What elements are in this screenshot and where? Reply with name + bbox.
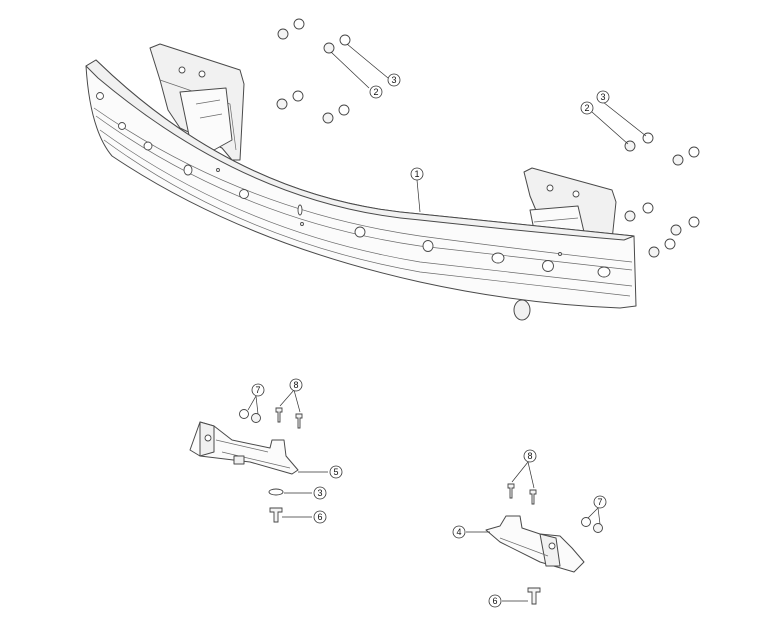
callout-8: 8: [289, 378, 303, 392]
callout-1: 1: [410, 167, 424, 181]
nut: [670, 224, 682, 236]
nut: [672, 154, 684, 166]
callout-8: 8: [523, 449, 537, 463]
svg-text:7: 7: [255, 385, 260, 395]
callout-3: 3: [596, 90, 610, 104]
svg-text:2: 2: [584, 103, 589, 113]
washer: [642, 202, 654, 214]
svg-text:8: 8: [293, 380, 298, 390]
fastener-group-right: [624, 132, 700, 258]
left-lower-bracket-assembly: [189, 407, 303, 523]
fastener-group-top-left: [276, 18, 351, 124]
washer: [664, 238, 676, 250]
washer: [292, 90, 304, 102]
bumper-reinforcement-beam: [85, 43, 637, 321]
callout-3: 3: [313, 486, 327, 500]
right-lower-bracket: [485, 515, 585, 573]
svg-text:2: 2: [373, 87, 378, 97]
washer: [293, 18, 305, 30]
callout-3: 3: [387, 73, 401, 87]
bolt: [295, 413, 303, 429]
bolt: [507, 483, 515, 499]
callout-7: 7: [593, 495, 607, 509]
washer: [338, 104, 350, 116]
nut: [323, 42, 335, 54]
nut: [251, 413, 261, 423]
washer: [239, 409, 249, 419]
nut: [277, 28, 289, 40]
svg-text:7: 7: [597, 497, 602, 507]
right-lower-bracket-assembly: [485, 483, 603, 605]
svg-text:6: 6: [317, 512, 322, 522]
nut: [593, 523, 603, 533]
bolt: [527, 587, 541, 605]
svg-text:4: 4: [456, 527, 461, 537]
washer: [268, 488, 284, 496]
callout-4: 4: [452, 525, 466, 539]
washer: [581, 517, 591, 527]
washer: [688, 216, 700, 228]
washer: [339, 34, 351, 46]
svg-text:8: 8: [527, 451, 532, 461]
beam-top-flange: [85, 59, 635, 241]
leader-lines: [247, 43, 647, 602]
svg-text:1: 1: [414, 169, 419, 179]
svg-text:3: 3: [391, 75, 396, 85]
bolt: [529, 489, 537, 505]
callout-6: 6: [488, 594, 502, 608]
callout-2: 2: [580, 101, 594, 115]
callout-2: 2: [369, 85, 383, 99]
nut: [624, 210, 636, 222]
bolt: [269, 507, 283, 523]
svg-text:3: 3: [317, 488, 322, 498]
svg-text:5: 5: [333, 467, 338, 477]
svg-text:6: 6: [492, 596, 497, 606]
washer: [688, 146, 700, 158]
nut: [322, 112, 334, 124]
callout-6: 6: [313, 510, 327, 524]
left-crash-box: [179, 87, 233, 151]
bolt: [275, 407, 283, 423]
nut: [276, 98, 288, 110]
callout-7: 7: [251, 383, 265, 397]
callout-5: 5: [329, 465, 343, 479]
tow-eye-boss: [513, 299, 531, 321]
svg-text:3: 3: [600, 92, 605, 102]
nut: [648, 246, 660, 258]
